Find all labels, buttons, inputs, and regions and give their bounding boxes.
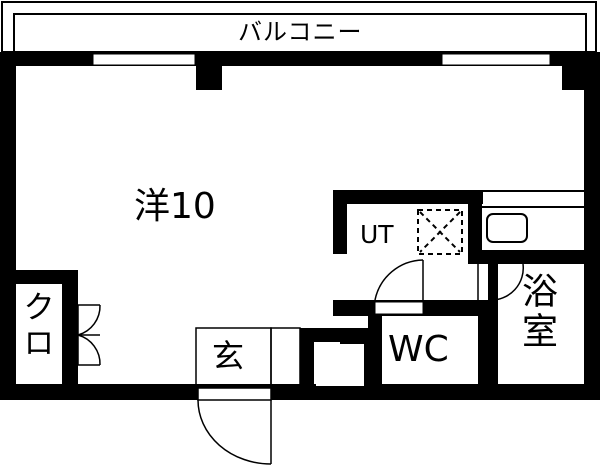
utility-label: UT	[360, 220, 394, 249]
balcony-label: バルコニー	[238, 18, 363, 46]
entrance-label: 玄	[212, 337, 245, 375]
ut-door	[374, 259, 424, 301]
windows	[92, 53, 551, 66]
bathroom-label: 浴室	[516, 272, 557, 352]
toilet-label: WC	[388, 329, 449, 370]
pipe-shaft	[316, 344, 364, 386]
western-room-label: 洋10	[134, 186, 216, 227]
washing-machine-space	[417, 209, 463, 255]
washbasin	[482, 206, 584, 243]
bath-door	[477, 263, 524, 301]
closet-label: クロ	[18, 290, 56, 362]
interior-walls	[300, 190, 598, 400]
wc-door	[374, 301, 424, 315]
closet-walls	[0, 270, 78, 400]
closet-door	[64, 304, 101, 366]
entrance	[195, 327, 301, 465]
